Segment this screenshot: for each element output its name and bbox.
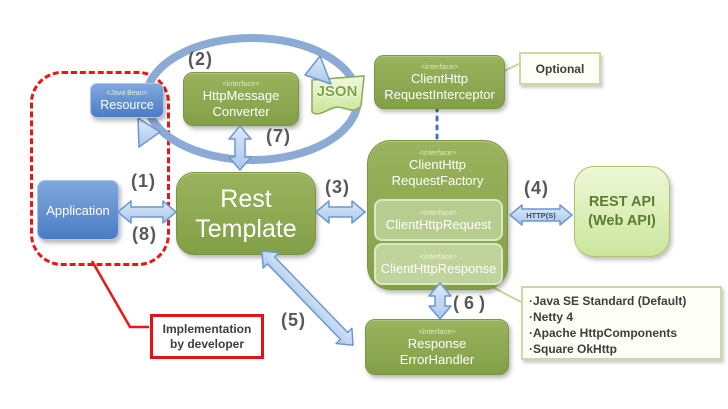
response-error-handler-node: <interface> Response ErrorHandler [365,319,509,375]
client-http-request-stereotype: <interface> [419,208,458,217]
client-http-request-label: ClientHttpRequest [385,217,492,232]
factory-stereotype: <interface> [418,148,457,157]
client-http-response-label: ClientHttpResponse [380,261,497,276]
application-node: Application [37,180,119,240]
interceptor-stereotype: <interface> [420,61,459,71]
error-handler-label-line1: Response [407,335,467,351]
rest-api-node: REST API (Web API) [574,166,670,257]
loop-arrowhead-to-resource [137,116,162,149]
developer-note-line1: Implementation [162,321,252,336]
converter-stereotype: <interface> [222,78,260,88]
step-5-label: (5) [281,310,306,330]
developer-note-callout-line [90,260,149,329]
client-http-response-node: <interface> ClientHttpResponse [374,243,503,285]
step-6-label: (6) [453,293,490,313]
step-1-label: (1) [131,171,156,191]
step-7-label: (7) [266,126,291,146]
rest-template-node: Rest Template [176,172,316,255]
optional-label: Optional [535,61,585,76]
resource-label: Resource [100,97,154,112]
error-handler-label-line2: ErrorHandler [399,351,475,367]
bullet: · [529,310,533,324]
client-http-response-stereotype: <interface> [419,252,458,261]
resource-stereotype: <Java Bean> [106,89,148,97]
resource-node: <Java Bean> Resource [90,83,164,118]
developer-note: Implementation by developer [150,314,264,359]
implementation-item: ·Square OkHttp [529,342,618,356]
interceptor-label-line1: ClientHttp [410,70,469,86]
step-3-label: (3) [325,177,350,197]
interceptor-label-line2: RequestInterceptor [384,86,495,102]
http-protocol-label: HTTP(S) [526,211,556,220]
step-8-label: (8) [132,224,157,244]
rest-api-label-line2: (Web API) [588,212,656,229]
step-4-label: (4) [524,178,549,198]
optional-note: Optional [519,52,601,85]
bullet: · [529,342,533,356]
rest-api-label-line1: REST API [588,193,656,210]
bullet: · [529,326,533,340]
request-factory-node: <interface> ClientHttp RequestFactory <i… [367,140,508,290]
implementation-item: ·Apache HttpComponents [529,326,677,340]
implementation-item: ·Java SE Standard (Default) [529,294,687,308]
json-shape [311,75,365,115]
factory-label-line1: ClientHttp [408,157,467,172]
factory-implementations-note: ·Java SE Standard (Default) ·Netty 4 ·Ap… [521,286,722,360]
step-2-label: (2) [188,49,213,69]
http-message-converter-node: <interface> HttpMessage Converter [183,72,299,126]
converter-label-line2: Converter [212,103,270,119]
json-label: JSON [316,83,358,100]
application-label: Application [46,202,110,218]
request-interceptor-node: <interface> ClientHttp RequestIntercepto… [374,55,505,109]
client-http-request-node: <interface> ClientHttpRequest [374,199,503,241]
rest-template-line2: Template [195,214,297,243]
converter-label-line1: HttpMessage [202,87,280,103]
factory-label-line2: RequestFactory [391,173,484,188]
developer-note-line2: by developer [169,336,245,351]
implementation-item: ·Netty 4 [529,310,574,324]
developer-scope-dashed-border [30,71,170,266]
rest-template-line1: Rest [220,184,272,213]
error-handler-stereotype: <interface> [418,326,456,336]
bullet: · [529,294,533,308]
